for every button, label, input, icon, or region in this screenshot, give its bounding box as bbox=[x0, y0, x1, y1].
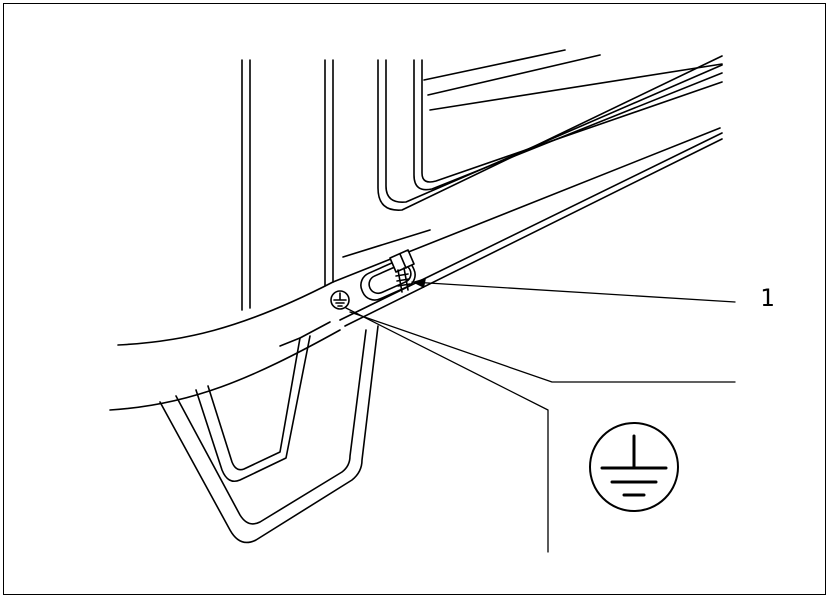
callout-1-label: 1 bbox=[760, 284, 775, 312]
screw-icon bbox=[389, 249, 415, 293]
ground-mark bbox=[330, 290, 350, 310]
side-panel bbox=[109, 59, 341, 411]
arrow-head bbox=[412, 278, 426, 288]
base-rail bbox=[332, 127, 723, 327]
diagram-frame bbox=[3, 3, 826, 595]
screw-slot bbox=[360, 259, 416, 301]
leader-lines bbox=[345, 281, 736, 553]
door-frame bbox=[377, 49, 723, 211]
earth-ground-icon bbox=[589, 422, 679, 512]
foot-leg bbox=[159, 321, 379, 544]
